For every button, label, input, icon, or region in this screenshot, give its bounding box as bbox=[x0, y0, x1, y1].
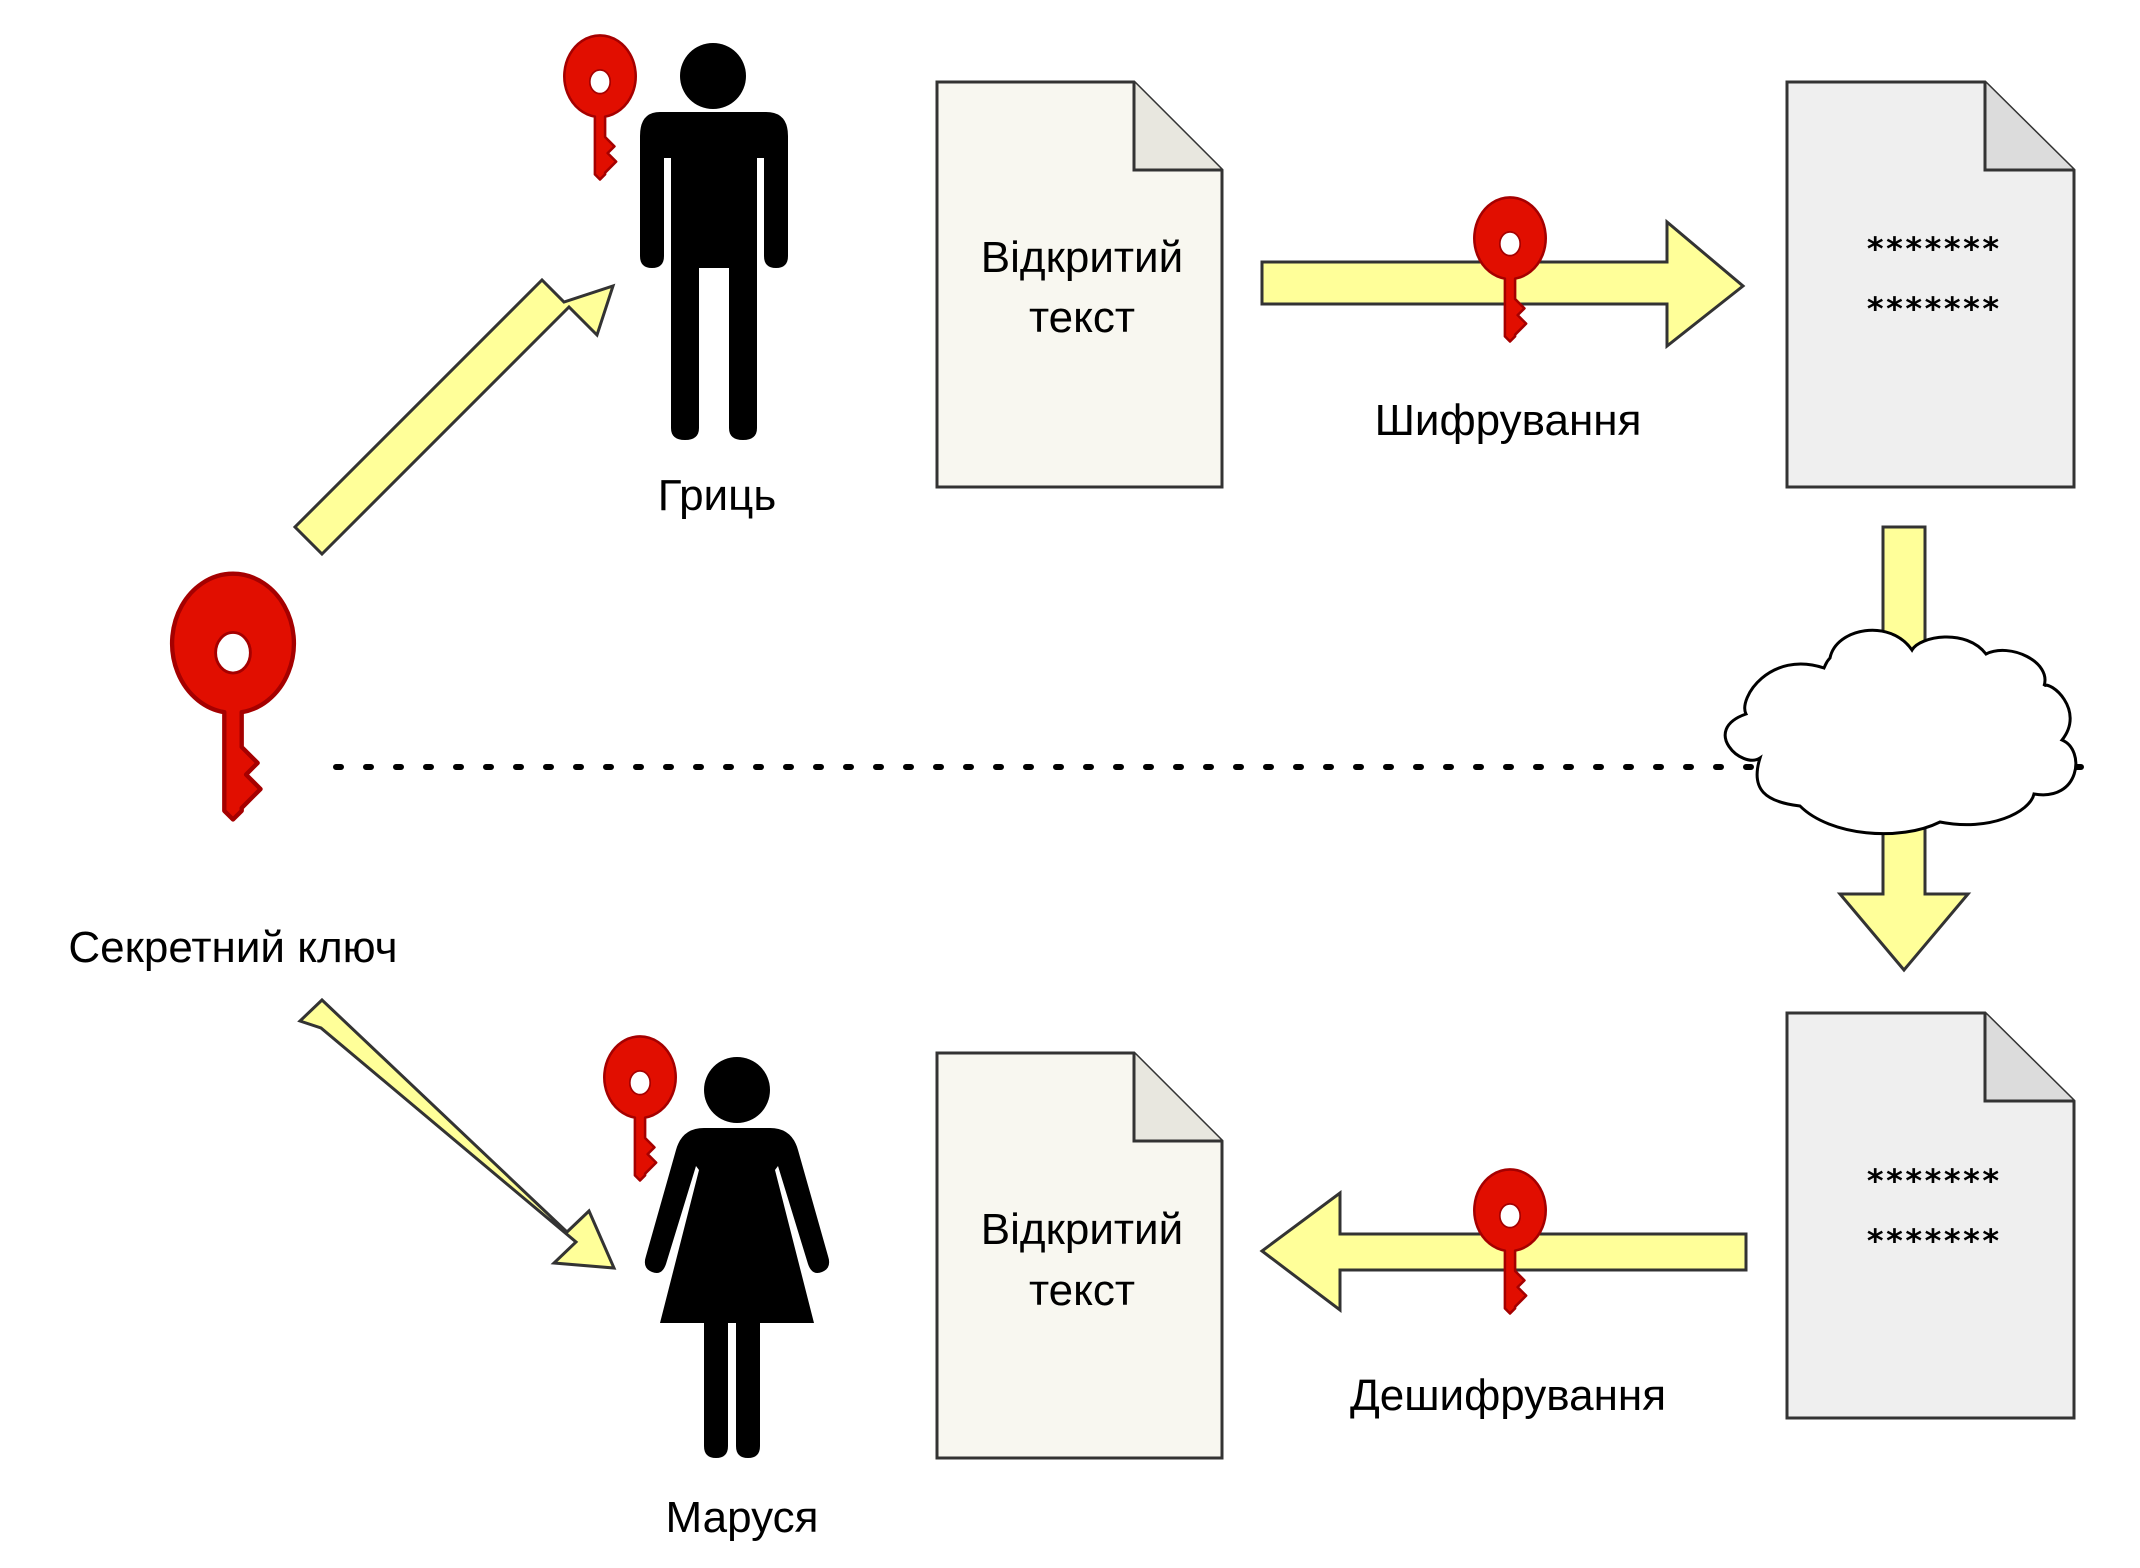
document-icon-plaintext-bottom bbox=[935, 1051, 1224, 1460]
key-icon-receiver bbox=[603, 1035, 677, 1182]
cloud-icon bbox=[1723, 628, 2078, 836]
arrow-key-to-sender bbox=[292, 277, 616, 557]
cipher-bottom-line1: ******* bbox=[1866, 1162, 2001, 1200]
woman-icon bbox=[644, 1057, 830, 1458]
sender-label: Гриць bbox=[658, 471, 777, 520]
document-icon-cipher-top bbox=[1785, 80, 2076, 489]
plaintext-top-line1: Відкритий bbox=[981, 233, 1183, 282]
arrow-key-to-receiver bbox=[297, 997, 617, 1270]
receiver-label: Маруся bbox=[666, 1493, 819, 1542]
plaintext-bottom-line1: Відкритий bbox=[981, 1205, 1183, 1254]
encryption-label: Шифрування bbox=[1375, 396, 1642, 445]
plaintext-bottom-line2: текст bbox=[1029, 1266, 1135, 1315]
cipher-bottom-line2: ******* bbox=[1866, 1222, 2001, 1260]
document-icon-cipher-bottom bbox=[1785, 1011, 2076, 1420]
document-icon-plaintext-top bbox=[935, 80, 1224, 489]
secret-key-label: Секретний ключ bbox=[68, 923, 397, 972]
key-icon-secret bbox=[172, 574, 294, 820]
plaintext-top-line2: текст bbox=[1029, 293, 1135, 342]
cipher-top-line1: ******* bbox=[1866, 230, 2001, 268]
decryption-label: Дешифрування bbox=[1350, 1371, 1666, 1420]
man-icon bbox=[640, 43, 788, 440]
key-icon-sender bbox=[563, 34, 637, 181]
cipher-top-line2: ******* bbox=[1866, 290, 2001, 328]
arrow-encryption bbox=[1260, 218, 1746, 350]
